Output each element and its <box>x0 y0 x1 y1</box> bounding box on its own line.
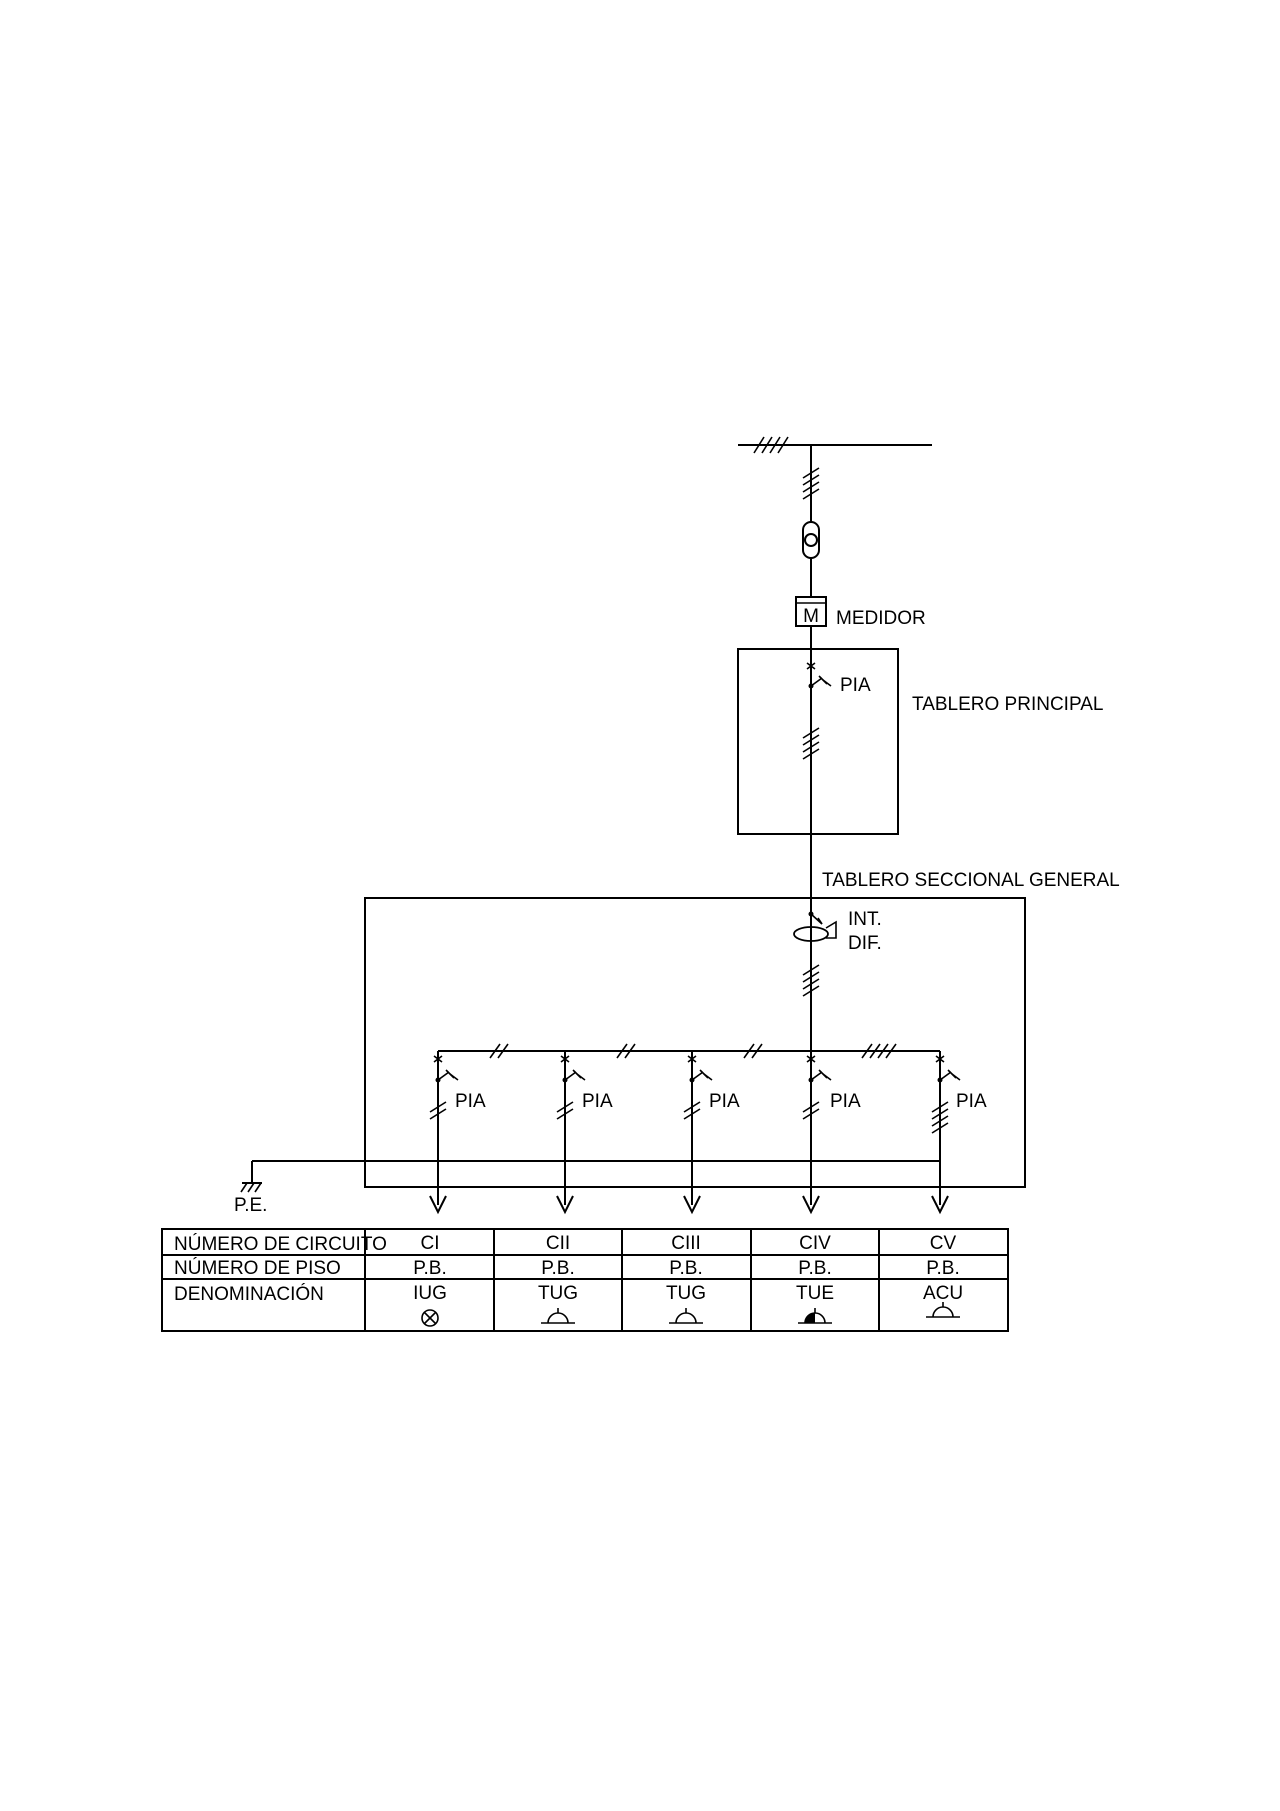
int-label: INT. <box>848 909 882 930</box>
cell-circuit-id: CV <box>930 1233 957 1254</box>
header-numero-piso: NÚMERO DE PISO <box>174 1257 341 1279</box>
pia-label-ci: PIA <box>455 1091 486 1112</box>
feeder-ticks-top <box>802 467 820 500</box>
meter-letter: M <box>803 606 819 627</box>
branch-cii <box>556 1051 586 1215</box>
fuse-icon <box>802 521 820 559</box>
branch-ci <box>429 1051 459 1215</box>
supply-bus <box>738 436 932 454</box>
differential-switch-icon <box>793 911 837 942</box>
principal-ticks <box>802 727 820 760</box>
cell-circuit-id: CI <box>421 1233 440 1254</box>
main-pia-label: PIA <box>840 675 871 696</box>
differential-ticks <box>802 964 820 997</box>
dif-label: DIF. <box>848 933 882 954</box>
branch-cv <box>931 1051 961 1215</box>
circuit-table: NÚMERO DE CIRCUITO NÚMERO DE PISO DENOMI… <box>161 1228 1009 1332</box>
cell-circuit-id: CII <box>546 1233 570 1254</box>
pia-label-ciii: PIA <box>709 1091 740 1112</box>
cell-type: TUE <box>796 1283 834 1304</box>
pia-label-cii: PIA <box>582 1091 613 1112</box>
bus-ticks <box>489 1043 897 1059</box>
header-numero-circuito: NÚMERO DE CIRCUITO <box>174 1233 387 1255</box>
pia-label-civ: PIA <box>830 1091 861 1112</box>
cell-floor: P.B. <box>413 1258 446 1279</box>
lamp-icon <box>421 1309 439 1327</box>
outlet-icon <box>541 1308 575 1324</box>
meter-icon: M <box>795 596 827 627</box>
branch-ciii <box>683 1051 713 1215</box>
cell-type: TUG <box>666 1283 706 1304</box>
tablero-seccional-box <box>364 897 1026 1188</box>
medidor-label: MEDIDOR <box>836 608 926 629</box>
cell-floor: P.B. <box>926 1258 959 1279</box>
cell-circuit-id: CIV <box>799 1233 831 1254</box>
special-outlet-icon <box>798 1308 832 1324</box>
cell-type: IUG <box>413 1283 447 1304</box>
cell-type: ACU <box>923 1283 963 1304</box>
cell-floor: P.B. <box>541 1258 574 1279</box>
outlet-icon <box>669 1308 703 1324</box>
cell-floor: P.B. <box>798 1258 831 1279</box>
pia-label-cv: PIA <box>956 1091 987 1112</box>
tablero-principal-box <box>737 648 899 835</box>
cell-type: TUG <box>538 1283 578 1304</box>
branch-civ <box>802 1055 832 1215</box>
tablero-principal-label: TABLERO PRINCIPAL <box>912 694 1103 715</box>
tablero-seccional-label: TABLERO SECCIONAL GENERAL <box>822 870 1120 891</box>
cell-floor: P.B. <box>669 1258 702 1279</box>
earth-ground-icon <box>240 1160 940 1193</box>
header-denominacion: DENOMINACIÓN <box>174 1283 324 1305</box>
cell-circuit-id: CIII <box>671 1233 701 1254</box>
main-pia-breaker-icon <box>806 662 832 689</box>
pe-label: P.E. <box>234 1195 267 1216</box>
ac-outlet-icon <box>926 1302 960 1318</box>
